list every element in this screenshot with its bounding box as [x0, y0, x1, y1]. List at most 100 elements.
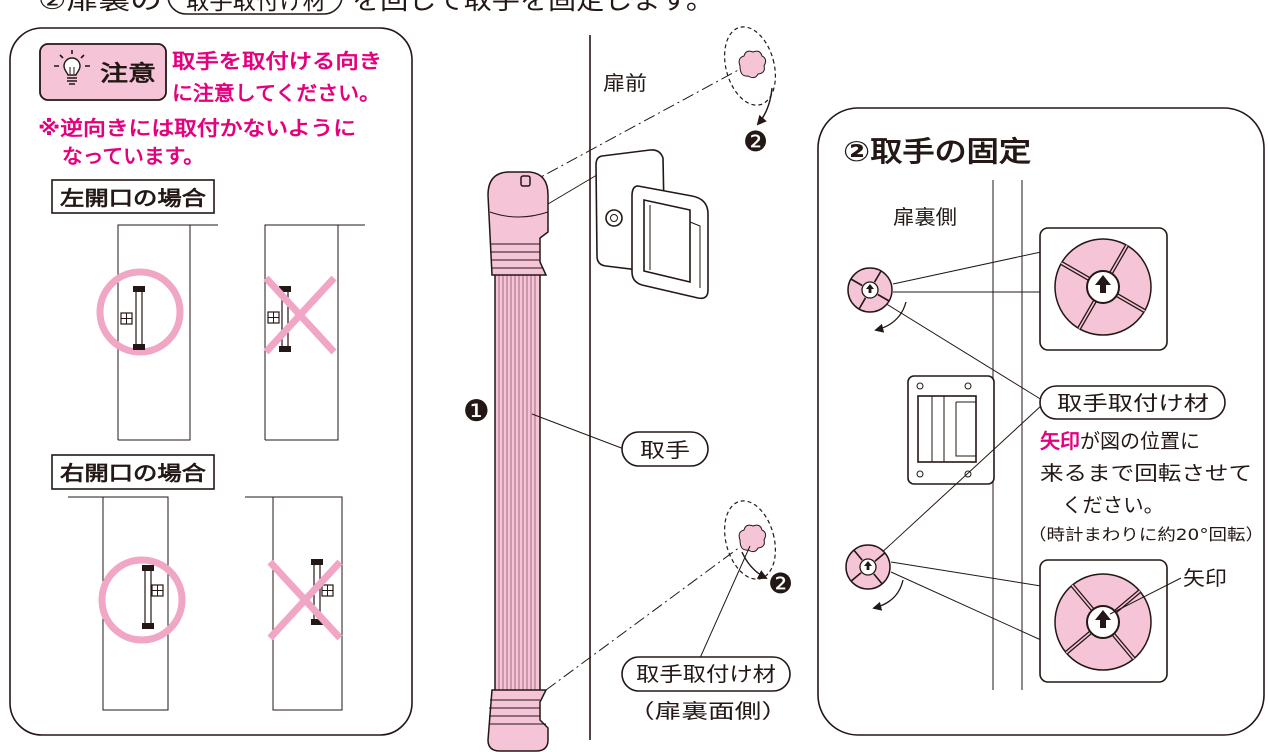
header-part-bubble — [167, 0, 343, 15]
fixing-panel-frame — [817, 107, 1265, 736]
door-outline — [117, 224, 218, 441]
step-2-marker-bottom: ❷ — [768, 567, 793, 600]
arrow-label-leader — [1109, 577, 1182, 615]
header: ②扉裏の 取手取付け材 を回して取手を固定します。 — [38, 0, 714, 16]
handle-icon — [133, 286, 145, 350]
handle-cap-bottom — [279, 346, 291, 352]
lightbulb-glass — [63, 57, 81, 76]
bracket-inner — [917, 395, 977, 463]
guide-line-top — [527, 67, 743, 185]
caution-panel-frame — [9, 27, 413, 736]
handle — [487, 171, 549, 752]
bracket-screw — [916, 382, 924, 390]
instruction-highlight: 矢印 — [1040, 429, 1080, 453]
caution-note-line1: ※逆向きには取付かないように — [38, 116, 356, 140]
left-opening-section: 左開口の場合 — [51, 179, 365, 441]
door-bracket-front — [907, 375, 995, 485]
right-opening-label-box — [51, 454, 215, 490]
zoom-view-top — [1039, 227, 1168, 351]
arrow-up-icon — [1095, 275, 1111, 293]
handle-cap-bottom — [133, 344, 145, 350]
caution-note-line2: なっています。 — [62, 144, 204, 168]
caution-message-line2: に注意してください。 — [172, 81, 380, 105]
instruction-line2: 来るまで回転させて — [1040, 461, 1252, 485]
door-outline — [264, 224, 365, 441]
handle-bar — [135, 290, 143, 346]
arrow-up-icon — [866, 284, 874, 293]
guide-line-bottom — [545, 543, 745, 691]
handle-label-bubble — [621, 431, 709, 467]
mounting-illustration: 扉前 — [463, 26, 793, 752]
left-opening-label: 左開口の場合 — [60, 186, 207, 210]
fitting-top: ❷ — [724, 26, 776, 158]
bracket-screw-outer — [605, 209, 623, 227]
step-1-marker: ❶ — [463, 394, 490, 429]
handle-top-cap — [487, 171, 549, 276]
ng-cross-icon — [267, 559, 343, 641]
fixing-panel: ②取手の固定 扉裏側 — [817, 107, 1265, 736]
bracket-button-edge — [649, 205, 701, 288]
handle-bar — [144, 569, 152, 625]
left-opening-label-box — [51, 179, 215, 214]
rotation-arrow — [874, 301, 907, 333]
fitting-label-bubble-right — [1039, 385, 1226, 420]
fitting-leader-line — [699, 545, 751, 659]
arrow-up-icon — [1095, 610, 1111, 628]
handle-grip — [494, 267, 541, 695]
rotation-arrow — [756, 87, 773, 126]
right-opening-wrong-example — [245, 496, 343, 711]
right-opening-correct-example — [68, 496, 186, 711]
fitting-label: 取手取付け材 — [636, 662, 776, 686]
caution-message-line1: 取手を取付ける向き — [172, 49, 382, 73]
mount-icon — [321, 584, 334, 597]
knob-dividers — [850, 270, 890, 310]
lightbulb-filament — [69, 67, 75, 74]
handle-cap-top — [142, 565, 154, 571]
door-outline — [245, 496, 343, 711]
lightbulb-rays — [54, 50, 90, 67]
mount-cross — [121, 313, 132, 324]
handle-top-pin — [520, 175, 531, 187]
fitting-leader-line-bottom — [877, 404, 1043, 557]
door-front-label: 扉前 — [603, 71, 647, 95]
zoom-callout-line — [890, 561, 1042, 587]
knob-dividers — [850, 549, 886, 585]
rotation-guide-ellipse — [724, 26, 776, 106]
zoom-callout-line — [890, 571, 1042, 641]
lightbulb-base — [67, 77, 77, 85]
zoom-knob-dividers — [1060, 244, 1146, 330]
mount-icon — [120, 312, 133, 325]
handle-cap-top — [279, 286, 291, 292]
fitting-leader-line-top — [879, 299, 1043, 401]
divider-fill — [1060, 244, 1146, 330]
mount-cross — [152, 585, 163, 596]
ok-circle-icon — [98, 556, 186, 644]
handle-grip-stripes — [498, 270, 536, 692]
fitting-blob — [738, 524, 767, 553]
zoom-knob-dividers — [1064, 583, 1142, 661]
step-2-marker-top: ❷ — [743, 125, 768, 158]
instruction-line1: 矢印が図の位置に — [1040, 429, 1200, 453]
arrow-label: 矢印 — [1183, 566, 1227, 590]
fitting-knob-bottom — [845, 544, 1042, 641]
divider-fill — [1065, 584, 1141, 660]
mount-icon — [151, 584, 164, 597]
handle-bottom-cap-grooves — [489, 699, 546, 725]
right-opening-section: 右開口の場合 — [51, 454, 343, 711]
handle-leader-line — [531, 413, 625, 450]
ng-cross-icon — [263, 275, 337, 355]
fitting-location-label: （扉裏面側） — [628, 699, 788, 723]
left-opening-correct-example — [96, 224, 218, 441]
door-outline — [68, 496, 169, 711]
bracket-screw-inner — [610, 214, 618, 222]
instruction-line1-rest: が図の位置に — [1080, 429, 1200, 453]
caution-badge: 注意 — [39, 43, 167, 101]
bracket-screw — [916, 470, 924, 478]
zoom-callout-line — [892, 251, 1042, 285]
lightbulb-icon — [54, 50, 90, 85]
ok-circle-icon — [96, 268, 184, 356]
bracket-inner-lines — [931, 396, 976, 462]
mount-icon — [267, 311, 280, 324]
fitting-bottom: ❷ — [699, 500, 793, 659]
